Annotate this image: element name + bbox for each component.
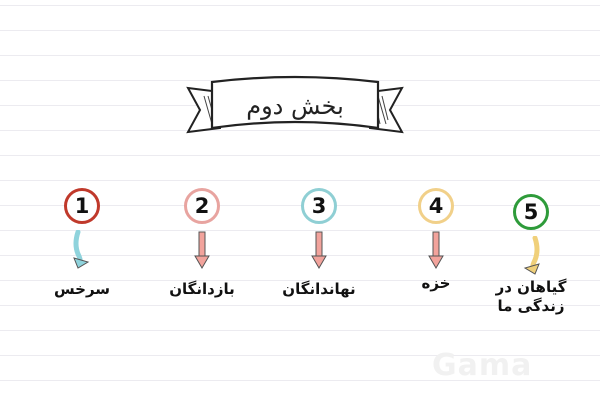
step-number-circle: 2 <box>184 188 220 224</box>
step-number: 3 <box>311 194 327 218</box>
step-label: گیاهان در زندگی ما <box>495 278 567 315</box>
step-number: 2 <box>194 194 210 218</box>
step-5: 5 گیاهان در زندگی ما <box>476 194 586 316</box>
ribbon-banner <box>186 75 404 134</box>
step-label: نهاندانگان <box>282 280 356 298</box>
step-3: 3 نهاندانگان <box>264 188 374 299</box>
banner-title: بخش دوم <box>246 92 344 120</box>
step-number: 4 <box>428 194 444 218</box>
step-number-circle: 4 <box>418 188 454 224</box>
step-1: 1 سرخس <box>27 188 137 299</box>
down-arrow-icon <box>194 231 210 269</box>
step-number-circle: 1 <box>64 188 100 224</box>
down-arrow-icon <box>428 231 444 269</box>
down-arrow-icon <box>311 231 327 269</box>
step-label: سرخس <box>53 280 111 298</box>
step-4: 4 خزه <box>381 188 491 293</box>
step-2: 2 بازدانگان <box>147 188 257 299</box>
step-label: بازدانگان <box>169 280 235 298</box>
step-number: 1 <box>74 194 90 218</box>
step-number-circle: 3 <box>301 188 337 224</box>
step-number-circle: 5 <box>513 194 549 230</box>
step-label: خزه <box>421 274 451 292</box>
step-number: 5 <box>523 200 539 224</box>
curved-arrow-icon <box>73 230 90 269</box>
curved-arrow-icon <box>523 236 540 275</box>
gama-logo-watermark: Gama <box>432 348 533 383</box>
